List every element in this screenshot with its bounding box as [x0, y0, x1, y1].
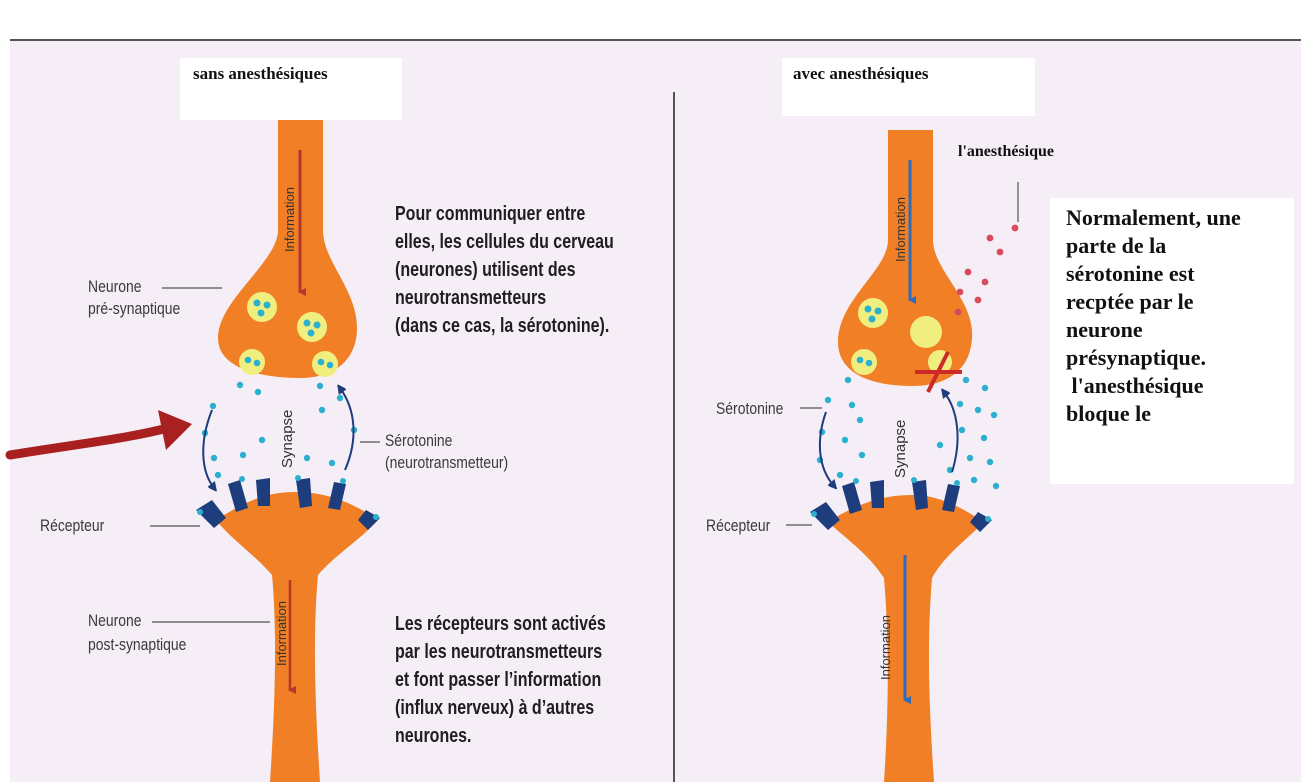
synapse-label: Synapse — [279, 410, 296, 468]
description-top-line-5: (dans ce cas, la sérotonine). — [395, 314, 609, 339]
vesicle — [239, 349, 265, 375]
note-line-4: recptée par le — [1066, 288, 1193, 315]
vesicle — [858, 298, 888, 328]
pre-neuron-label-2: pré-synaptique — [88, 298, 180, 319]
left-panel-title: sans anesthésiques — [193, 64, 328, 84]
vesicle — [851, 349, 877, 375]
description-bottom-line-2: par les neurotransmetteurs — [395, 640, 602, 665]
information-label-bottom: Information — [274, 601, 289, 666]
description-bottom-line-1: Les récepteurs sont activés — [395, 612, 606, 637]
note-line-3: sérotonine est — [1066, 260, 1195, 287]
right-panel-title: avec anesthésiques — [793, 64, 929, 84]
receptor-label-right: Récepteur — [706, 515, 770, 536]
post-neuron-label-2: post-synaptique — [88, 634, 186, 655]
vesicle — [312, 351, 338, 377]
vesicle — [297, 312, 327, 342]
serotonin-label-1: Sérotonine — [385, 430, 452, 451]
description-bottom-line-4: (influx nerveux) à d’autres — [395, 696, 594, 721]
post-neuron-label-1: Neurone — [88, 610, 141, 631]
note-line-7: l'anesthésique — [1066, 372, 1204, 399]
anesthetic-label: l'anesthésique — [958, 143, 1054, 161]
information-label-bottom-right: Information — [878, 615, 893, 680]
pre-neuron-label-1: Neurone — [88, 276, 141, 297]
information-label-top: Information — [282, 187, 297, 252]
synapse-label-right: Synapse — [892, 420, 909, 478]
serotonin-label-right: Sérotonine — [716, 398, 783, 419]
note-line-8: bloque le — [1066, 400, 1151, 427]
note-line-2: parte de la — [1066, 232, 1166, 259]
receptor-label: Récepteur — [40, 515, 104, 536]
vesicle — [910, 316, 942, 348]
vesicle — [247, 292, 277, 322]
top-strip — [0, 0, 1301, 40]
serotonin-label-2: (neurotransmetteur) — [385, 452, 508, 473]
description-bottom-line-5: neurones. — [395, 724, 471, 749]
note-line-1: Normalement, une — [1066, 204, 1241, 231]
note-line-6: présynaptique. — [1066, 344, 1206, 371]
description-top-line-1: Pour communiquer entre — [395, 202, 585, 227]
description-bottom-line-3: et font passer l’information — [395, 668, 601, 693]
note-line-5: neurone — [1066, 316, 1143, 343]
description-top-line-2: elles, les cellules du cerveau — [395, 230, 614, 255]
description-top-line-4: neurotransmetteurs — [395, 286, 546, 311]
information-label-top-right: Information — [893, 197, 908, 262]
description-top-line-3: (neurones) utilisent des — [395, 258, 575, 283]
